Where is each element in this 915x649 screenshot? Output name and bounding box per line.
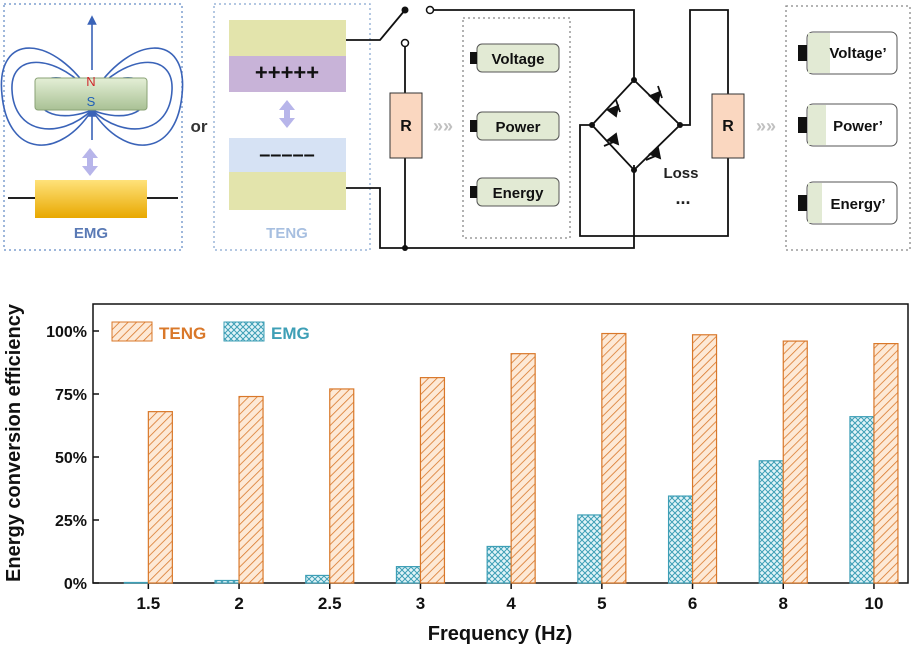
bar-emg: [486, 545, 512, 584]
x-tick-label: 4: [506, 594, 516, 613]
y-tick-label: 100%: [46, 324, 87, 341]
bar-teng: [601, 332, 627, 584]
junction-dot: [402, 245, 408, 251]
loss-label: Loss: [663, 165, 698, 182]
battery-terminal-icon: [470, 120, 477, 132]
switch-pivot: [401, 6, 409, 14]
x-axis: 1.5 2 2.5 3 4 5 6 8 10: [137, 583, 883, 613]
bridge-node: [589, 122, 595, 128]
schematic-panel: N S EMG or +++++ ––––– TENG: [0, 3, 911, 251]
y-axis-title: Energy conversion efficiency: [3, 303, 25, 582]
legend-swatch-emg: [223, 321, 265, 342]
bar-teng: [238, 395, 264, 584]
battery-terminal-icon: [470, 186, 477, 198]
y-tick-label: 25%: [55, 513, 87, 530]
bar-emg: [667, 495, 694, 584]
bar-emg: [758, 460, 784, 584]
x-tick-label: 8: [779, 594, 788, 613]
magnet: [34, 77, 148, 111]
bar-emg: [849, 416, 875, 584]
bar-emg: [305, 574, 331, 584]
y-tick-label: 75%: [55, 387, 87, 404]
battery-fill: [808, 105, 826, 145]
rectified-output-list: Voltage’ Power’ Energy’: [798, 31, 898, 225]
switch-terminal-a: [425, 5, 435, 15]
bar-emg: [123, 581, 149, 584]
magnet-pole-s: S: [87, 94, 96, 109]
bar-teng: [691, 334, 718, 584]
bar-emg: [214, 579, 240, 584]
circuit-wires: [346, 9, 729, 249]
legend: TENG EMG: [111, 321, 310, 343]
raw-output-box: [462, 17, 571, 239]
bridge-node: [631, 77, 637, 83]
teng-positive-layer: [229, 56, 346, 92]
raw-output-list: Voltage Power Energy: [470, 43, 560, 207]
bar-emg: [577, 514, 603, 584]
x-axis-title: Frequency (Hz): [428, 623, 572, 645]
y-tick-label: 50%: [55, 450, 87, 467]
magnet-pole-n: N: [86, 74, 95, 89]
legend-swatch-teng: [111, 321, 153, 342]
resistor-2: [711, 93, 745, 159]
teng-bottom-electrode: [229, 172, 346, 210]
bars: [123, 332, 899, 584]
chevron-arrow-icon: »»: [433, 116, 453, 136]
bridge-node: [631, 167, 637, 173]
teng-motion-arrow: [279, 100, 295, 128]
x-tick-label: 3: [416, 594, 425, 613]
output-voltage-label: Voltage: [491, 51, 544, 68]
battery-fill: [808, 183, 822, 223]
teng-top-electrode: [229, 20, 346, 56]
bar-teng: [147, 411, 173, 584]
battery-terminal-icon: [798, 45, 807, 61]
y-tick-label: 0%: [64, 576, 87, 593]
emg-coil: [35, 180, 147, 218]
battery-terminal-icon: [798, 195, 807, 211]
y-axis: 0% 25% 50% 75% 100%: [46, 324, 99, 593]
battery-fill: [808, 33, 830, 73]
output-energy-label: Energy: [493, 185, 545, 202]
battery-terminal-icon: [798, 117, 807, 133]
resistor-1: [389, 92, 423, 159]
teng-negative-charges: –––––: [259, 144, 315, 166]
x-tick-label: 10: [864, 594, 883, 613]
legend-label-emg: EMG: [271, 324, 310, 343]
or-text: or: [191, 117, 208, 136]
battery-terminal-icon: [470, 52, 477, 64]
emg-box: [3, 3, 183, 251]
x-tick-label: 1.5: [137, 594, 161, 613]
output-energy-prime-label: Energy’: [830, 196, 885, 213]
resistor-2-label: R: [722, 118, 734, 135]
chevron-arrow-icon: »»: [756, 116, 776, 136]
emg-motion-arrow: [82, 148, 98, 176]
bridge-node: [677, 122, 683, 128]
bar-teng: [419, 377, 446, 584]
teng-positive-charges: +++++: [255, 60, 319, 85]
legend-label-teng: TENG: [159, 324, 206, 343]
bar-teng: [873, 343, 899, 584]
bar-teng: [782, 340, 808, 584]
x-tick-label: 2: [234, 594, 243, 613]
output-voltage-prime-label: Voltage’: [829, 45, 886, 62]
loss-ellipsis: ...: [675, 188, 690, 208]
bar-teng: [510, 353, 536, 584]
resistor-1-label: R: [400, 118, 412, 135]
rectified-output-box: [785, 5, 911, 251]
output-power-label: Power: [495, 119, 540, 136]
teng-box: [213, 3, 371, 251]
x-tick-label: 6: [688, 594, 697, 613]
emg-label: EMG: [74, 225, 108, 242]
bar-teng: [329, 388, 355, 584]
switch-terminal-b: [400, 38, 410, 48]
bar-emg: [395, 566, 422, 584]
x-tick-label: 5: [597, 594, 606, 613]
x-tick-label: 2.5: [318, 594, 342, 613]
bridge-rectifier: [590, 78, 682, 172]
output-power-prime-label: Power’: [833, 118, 883, 135]
teng-negative-layer: [229, 138, 346, 172]
teng-label: TENG: [266, 225, 308, 242]
